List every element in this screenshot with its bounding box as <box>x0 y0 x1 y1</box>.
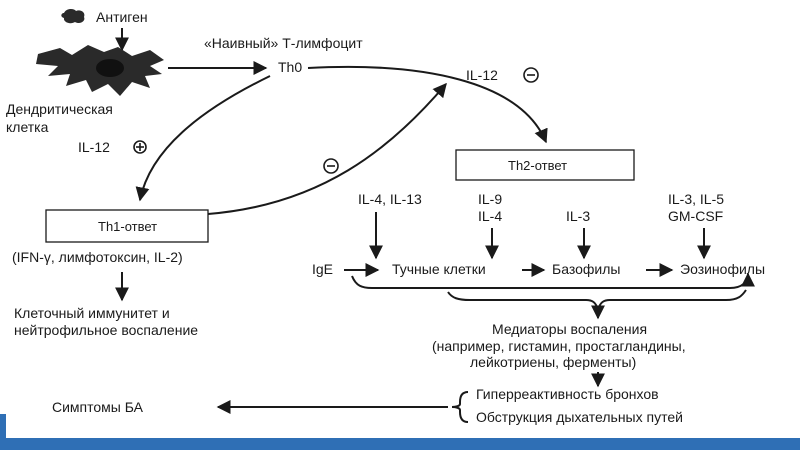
minus-icon <box>323 158 339 174</box>
th0-to-th2-arrow <box>307 65 548 144</box>
minus-icon <box>523 67 539 83</box>
mediators-examples-1: (например, гистамин, простагландины, <box>432 338 686 354</box>
mediators-title: Медиаторы воспаления <box>492 321 647 337</box>
eosinophils-label: Эозинофилы <box>680 261 765 277</box>
gmcsf-label: GM-CSF <box>668 208 723 224</box>
dendritic-cell-label-2: клетка <box>6 119 49 135</box>
il4-il13-label: IL-4, IL-13 <box>358 191 422 207</box>
obstruction-label: Обструкция дыхательных путей <box>476 409 683 425</box>
il9-label: IL-9 <box>478 191 502 207</box>
il12-plus-label: IL-12 <box>78 139 110 155</box>
th2-box-label: Th2-ответ <box>508 158 567 173</box>
effects-brace <box>451 391 469 423</box>
ige-feedback-brace <box>351 272 755 289</box>
slide-corner-accent <box>0 414 6 450</box>
cellular-immunity-2: нейтрофильное воспаление <box>14 322 198 338</box>
th1-box <box>45 209 209 243</box>
hyperreactivity-label: Гиперреактивность бронхов <box>476 386 659 402</box>
symptoms-label: Симптомы БА <box>52 399 144 415</box>
th1-products: (IFN-γ, лимфотоксин, IL-2) <box>12 249 183 265</box>
th2-box <box>455 149 635 181</box>
mediators-examples-2: лейкотриены, ферменты) <box>470 354 636 370</box>
th1-to-th0-inhibit-arrow <box>207 82 447 215</box>
plus-icon <box>133 140 147 154</box>
ige-label: IgE <box>312 261 333 277</box>
il3-il5-label: IL-3, IL-5 <box>668 191 724 207</box>
slide-bottom-bar <box>0 438 800 450</box>
naive-tcell-label: «Наивный» Т-лимфоцит <box>204 35 363 51</box>
antigen-label: Антиген <box>96 9 148 25</box>
th1-box-label: Th1-ответ <box>98 219 157 234</box>
il3-label: IL-3 <box>566 208 590 224</box>
cellular-immunity-1: Клеточный иммунитет и <box>14 305 170 321</box>
il4-label: IL-4 <box>478 208 502 224</box>
basophils-label: Базофилы <box>552 261 620 277</box>
dendritic-cell-label-1: Дендритическая <box>6 101 113 117</box>
mast-cells-label: Тучные клетки <box>392 261 486 277</box>
th0-label: Th0 <box>278 59 302 75</box>
antigen-icon <box>61 8 85 24</box>
th0-to-th1-arrow <box>135 75 271 202</box>
dendritic-cell-nucleus <box>96 59 124 77</box>
il12-minus-label: IL-12 <box>466 67 498 83</box>
